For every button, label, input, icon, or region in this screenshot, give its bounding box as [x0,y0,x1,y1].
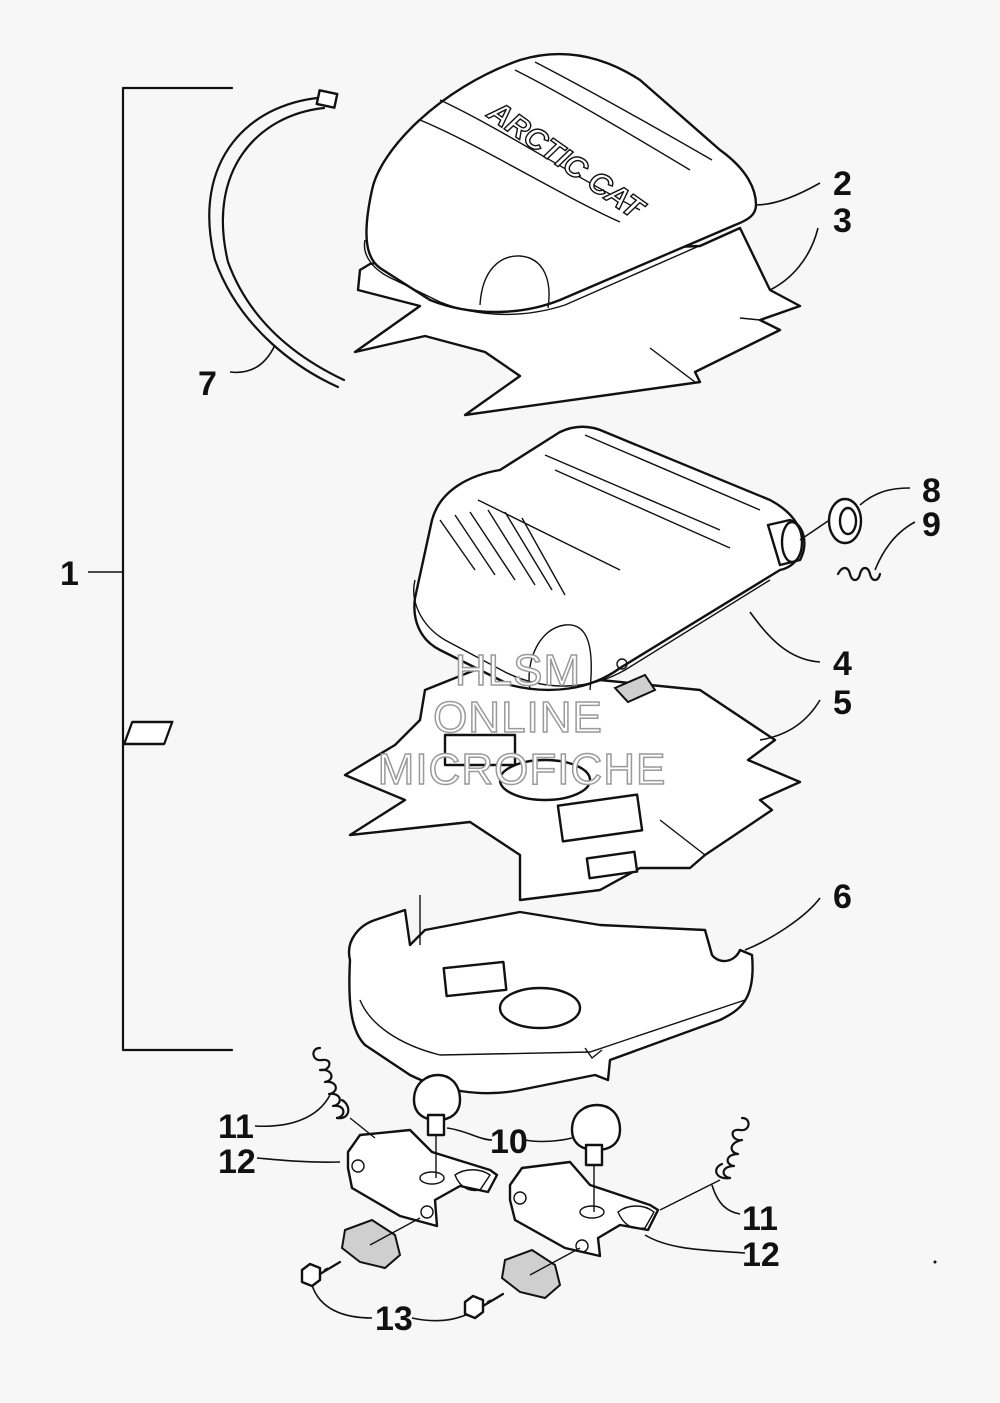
upper-cover: ARCTIC CAT [363,52,821,316]
callout-13: 13 [375,1300,413,1338]
callout-2: 2 [833,165,852,203]
seal-strip [208,89,346,389]
spring-right [659,1116,750,1215]
assembly-bracket [88,86,234,1052]
watermark-line-2: ONLINE [433,693,603,742]
callout-6: 6 [833,878,852,916]
leader-3 [769,227,819,291]
small-spring [836,521,916,582]
watermark-line-1: HLSM [455,646,581,695]
callout-4: 4 [833,645,852,683]
callout-5: 5 [833,684,852,722]
knob-left [412,1073,493,1178]
callout-12-right: 12 [742,1236,780,1274]
spring-left [254,1046,376,1139]
callout-12-left: 12 [218,1143,256,1181]
intake-silencer [413,425,821,704]
watermark: HLSM ONLINE MICROFICHE [377,645,667,795]
callout-10: 10 [490,1123,528,1161]
callout-11-right: 11 [742,1200,778,1238]
callout-8: 8 [922,472,941,510]
washer-left [340,1217,421,1270]
middle-gasket [122,666,821,902]
leader-13-right [411,1313,469,1322]
callout-11-left: 11 [218,1108,254,1146]
base-tray [347,895,821,1095]
grommet [799,487,911,545]
callout-1: 1 [60,555,79,593]
knob-right [524,1103,622,1212]
bolt-right [463,1292,505,1320]
callout-9: 9 [922,506,941,544]
bolt-left [300,1260,342,1288]
intake-ribs [439,434,761,596]
bracket-left [256,1128,499,1228]
leader-13-left [311,1284,373,1319]
watermark-line-3: MICROFICHE [378,745,667,794]
washer-right [500,1247,581,1300]
callout-7: 7 [198,365,217,403]
bracket-right [508,1160,746,1258]
speck [933,1260,937,1264]
callout-3: 3 [833,202,852,240]
